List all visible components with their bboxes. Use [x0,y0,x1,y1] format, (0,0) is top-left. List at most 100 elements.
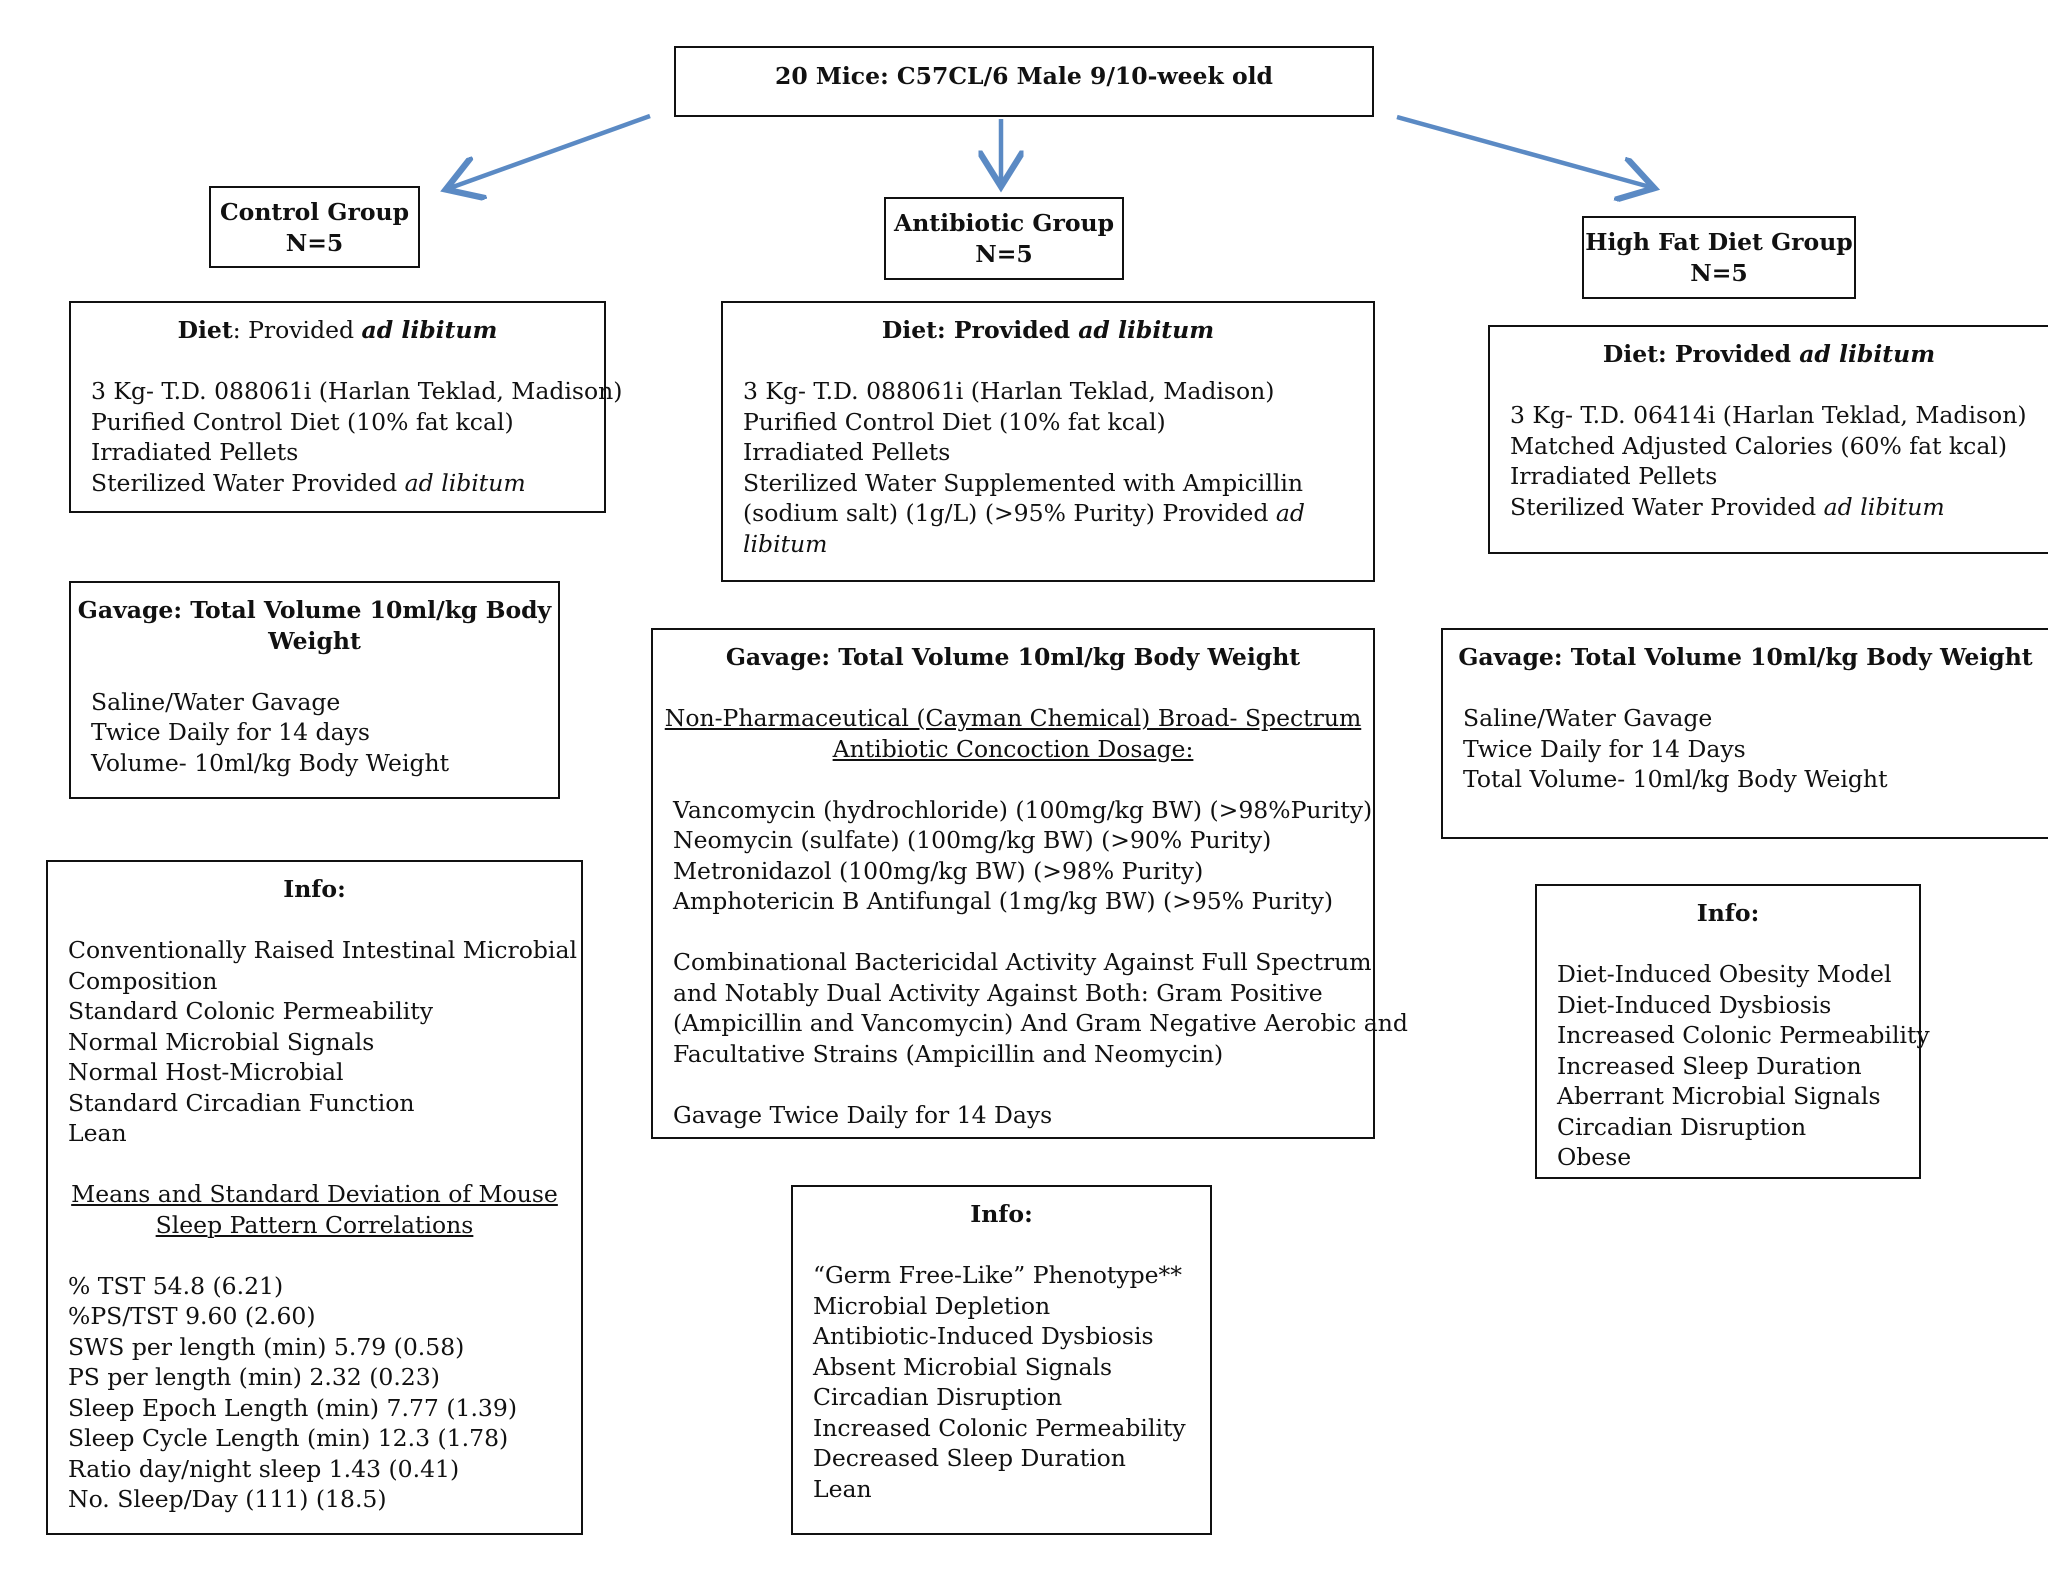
control-diet-line-2: Purified Control Diet (10% fat kcal) [91,407,514,436]
highfat-diet-water: Sterilized Water Provided [1510,492,1824,521]
highfat-gavage-title: Gavage: Total Volume 10ml/kg Body Weight [1458,643,2033,671]
highfat-gavage-line-1: Saline/Water Gavage [1463,704,1713,732]
highfat-gavage-line-2: Twice Daily for 14 Days [1463,734,1746,763]
top-label: 20 Mice: C57CL/6 Male 9/10-week old [774,62,1273,90]
highfat-diet-line-1: 3 Kg- T.D. 06414i (Harlan Teklad, Madiso… [1510,401,2027,429]
control-stat-4: PS per length (min) 2.32 (0.23) [68,1363,440,1391]
antibiotic-header: Antibiotic Group N=5 [884,197,1124,280]
antibiotic-info-title: Info: [970,1200,1033,1228]
antibiotic-diet-line-5: (sodium salt) (1g/L) (>95% Purity) Provi… [743,498,1373,529]
control-header: Control Group N=5 [209,186,420,268]
antibiotic-diet-box: Diet: Provided ad libitum 3 Kg- T.D. 088… [721,301,1375,582]
top-box: 20 Mice: C57CL/6 Male 9/10-week old [674,46,1374,117]
control-header-title: Control Group [219,198,410,226]
highfat-info-title: Info: [1696,899,1760,927]
highfat-info-line-7: Obese [1557,1143,1632,1171]
control-diet-water-italic: ad libitum [404,468,526,497]
control-stat-2: %PS/TST 9.60 (2.60) [68,1302,316,1330]
control-info-title: Info: [283,875,346,903]
antibiotic-gavage-title: Gavage: Total Volume 10ml/kg Body Weight [725,643,1301,671]
antibiotic-diet-line-4: Sterilized Water Supplemented with Ampic… [743,468,1303,497]
antibiotic-diet-line-3: Irradiated Pellets [743,438,951,466]
antibiotic-diet-line-2: Purified Control Diet (10% fat kcal) [743,407,1166,436]
control-info-box: Info: Conventionally Raised Intestinal M… [46,860,583,1535]
antibiotic-diet-title-text: Diet: Provided [881,316,1079,344]
highfat-diet-box: Diet: Provided ad libitum 3 Kg- T.D. 064… [1488,325,2048,554]
antibiotic-info-line-2: Microbial Depletion [813,1291,1051,1320]
control-gavage-line-3: Volume- 10ml/kg Body Weight [91,748,450,777]
control-info-subtitle-1: Means and Standard Deviation of Mouse [71,1180,558,1208]
control-stat-7: Ratio day/night sleep 1.43 (0.41) [68,1454,460,1483]
antibiotic-diet-line-5-italic: ad [1275,499,1305,527]
control-info-line-4: Normal Microbial Signals [68,1027,375,1056]
control-info-line-1: Conventionally Raised Intestinal Microbi… [68,936,577,964]
highfat-info-line-2: Diet-Induced Dysbiosis [1557,990,1832,1019]
antibiotic-info-line-1: “Germ Free-Like” Phenotype** [813,1261,1183,1289]
antibiotic-info-line-8: Lean [813,1474,872,1503]
antibiotic-info-line-6: Increased Colonic Permeability [813,1413,1186,1442]
highfat-info-line-4: Increased Sleep Duration [1557,1051,1862,1080]
control-gavage-box: Gavage: Total Volume 10ml/kg Body Weight… [69,581,560,799]
highfat-diet-line-4: Sterilized Water Provided ad libitum [1510,492,2048,523]
control-diet-water: Sterilized Water Provided [91,468,405,497]
antibiotic-header-title: Antibiotic Group [893,209,1115,237]
antibiotic-drug-1: Vancomycin (hydrochloride) (100mg/kg BW)… [673,795,1373,824]
antibiotic-diet-title-italic: ad libitum [1078,316,1215,344]
highfat-info-line-3: Increased Colonic Permeability [1557,1021,1930,1049]
control-diet-title: Diet: Provided : Provided ad libitum [71,315,604,346]
antibiotic-gavage-box: Gavage: Total Volume 10ml/kg Body Weight… [651,628,1408,1139]
highfat-diet-title: Diet: Provided ad libitum [1490,339,2048,370]
control-info-line-6: Standard Circadian Function [68,1088,415,1117]
control-info-line-2: Composition [68,966,218,995]
control-info-line-3: Standard Colonic Permeability [68,997,433,1025]
control-stat-6: Sleep Cycle Length (min) 12.3 (1.78) [68,1424,509,1452]
highfat-info-line-6: Circadian Disruption [1557,1112,1807,1141]
antibiotic-gavage-subtitle-1: Non-Pharmaceutical (Cayman Chemical) Bro… [664,704,1362,732]
antibiotic-activity-1: Combinational Bactericidal Activity Agai… [673,948,1372,976]
control-info-subtitle-2: Sleep Pattern Correlations [155,1210,474,1239]
arrow-to-control [450,113,651,188]
control-diet-title-prefix: Diet [177,316,233,344]
control-stat-5: Sleep Epoch Length (min) 7.77 (1.39) [68,1393,517,1422]
control-diet-title-italic: ad libitum [361,316,498,344]
highfat-diet-line-3: Irradiated Pellets [1510,462,1718,490]
highfat-gavage-line-3: Total Volume- 10ml/kg Body Weight [1463,765,1888,793]
control-header-n: N=5 [285,228,344,257]
antibiotic-schedule: Gavage Twice Daily for 14 Days [673,1100,1053,1129]
antibiotic-info-box: Info: “Germ Free-Like” Phenotype** Micro… [791,1185,1212,1535]
control-diet-box: Diet: Provided : Provided ad libitum 3 K… [69,301,623,513]
antibiotic-activity-2: and Notably Dual Activity Against Both: … [673,978,1323,1007]
antibiotic-gavage-subtitle-2: Antibiotic Concoction Dosage: [832,734,1194,763]
control-diet-title-mid: : Provided [232,316,362,344]
control-gavage-line-1: Saline/Water Gavage [91,687,341,716]
control-gavage-title-2: Weight [268,626,361,655]
highfat-diet-line-2: Matched Adjusted Calories (60% fat kcal) [1510,431,2008,460]
antibiotic-drug-4: Amphotericin B Antifungal (1mg/kg BW) (>… [673,887,1334,915]
antibiotic-header-n: N=5 [975,239,1033,268]
highfat-header-n: N=5 [1690,258,1748,287]
control-diet-line-4: Sterilized Water Provided ad libitum [91,468,604,499]
highfat-info-box: Info: Diet-Induced Obesity Model Diet-In… [1535,884,1930,1179]
antibiotic-diet-line-1: 3 Kg- T.D. 088061i (Harlan Teklad, Madis… [743,377,1275,405]
control-info-line-7: Lean [68,1119,127,1147]
antibiotic-info-line-4: Absent Microbial Signals [813,1352,1113,1381]
control-stat-3: SWS per length (min) 5.79 (0.58) [68,1332,465,1361]
antibiotic-diet-line-5-text: (sodium salt) (1g/L) (>95% Purity) Provi… [743,499,1276,527]
antibiotic-diet-line-6-italic: libitum [743,529,828,558]
antibiotic-drug-3: Metronidazol (100mg/kg BW) (>98% Purity) [673,856,1204,885]
antibiotic-activity-4: Facultative Strains (Ampicillin and Neom… [673,1039,1224,1068]
control-stat-1: % TST 54.8 (6.21) [68,1271,284,1300]
control-diet-line-1: 3 Kg- T.D. 088061i (Harlan Teklad, Madis… [91,377,623,405]
highfat-header: High Fat Diet Group N=5 [1582,216,1856,299]
highfat-info-line-1: Diet-Induced Obesity Model [1557,960,1892,988]
antibiotic-diet-title: Diet: Provided ad libitum [723,315,1373,346]
control-info-line-5: Normal Host-Microbial [68,1058,344,1086]
control-diet-line-3: Irradiated Pellets [91,438,299,466]
highfat-diet-water-italic: ad libitum [1823,492,1945,521]
highfat-info-line-5: Aberrant Microbial Signals [1557,1082,1881,1110]
control-stat-8: No. Sleep/Day (111) (18.5) [68,1485,387,1513]
antibiotic-activity-3: (Ampicillin and Vancomycin) And Gram Neg… [673,1009,1408,1037]
control-gavage-title-1: Gavage: Total Volume 10ml/kg Body [77,596,552,624]
highfat-diet-title-text: Diet: Provided [1602,340,1800,368]
